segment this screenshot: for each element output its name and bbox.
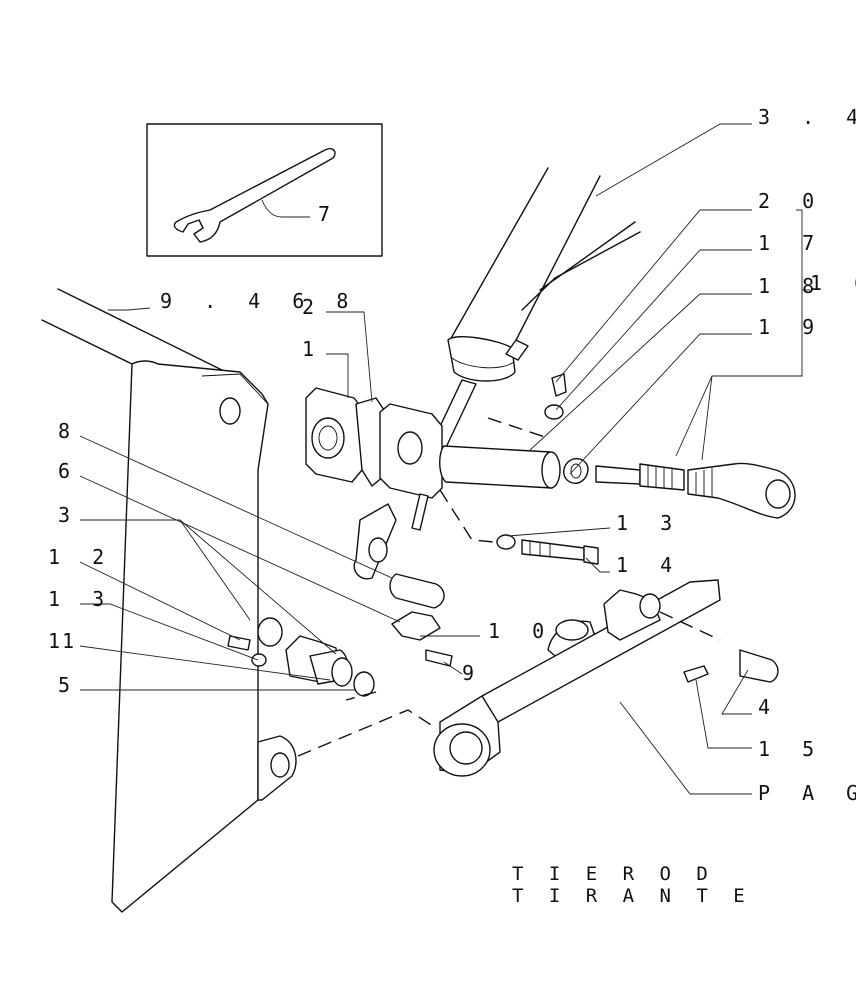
callout-2: 2 [302, 295, 324, 319]
caption-line-2: T I R A N T E [512, 885, 752, 907]
callout-17: 1 7 [758, 231, 824, 255]
callout-10: 1 0 [488, 619, 554, 643]
callout-18: 1 8 [758, 274, 824, 298]
callouts: 3 . 4 4 . 2 0 1 7 1 8 1 6 1 9 9 . 4 6 8 … [48, 105, 856, 805]
callout-3: 3 [58, 503, 80, 527]
callout-19: 1 9 [758, 315, 824, 339]
lower-link-arm [297, 579, 721, 777]
inset-frame [146, 123, 383, 257]
callout-12: 1 2 [48, 545, 114, 569]
callout-8: 8 [58, 419, 80, 443]
caption-line-1: T I E R O D [512, 863, 715, 885]
callout-14: 1 4 [616, 553, 682, 577]
wrench-icon [173, 148, 336, 243]
small-hardware [227, 489, 779, 701]
callout-6: 6 [58, 459, 80, 483]
callout-16: 1 6 [810, 271, 856, 295]
callout-5: 5 [58, 673, 80, 697]
callout-3-44: 3 . 4 4 . [758, 105, 856, 129]
callout-15: 1 5 [758, 737, 824, 761]
tool-inset: 7 [146, 123, 383, 257]
callout-13-left: 1 3 [48, 587, 114, 611]
flange-block [305, 387, 443, 580]
callout-20: 2 0 [758, 189, 824, 213]
callout-9-468: 9 . 4 6 8 [160, 289, 358, 313]
callout-9: 9 [462, 661, 484, 685]
callout-7: 7 [318, 202, 340, 226]
callout-11: 11 [48, 629, 76, 653]
callout-13-right: 1 3 [616, 511, 682, 535]
hydraulic-cylinder [425, 167, 641, 461]
caption: T I E R O D T I R A N T E [512, 863, 752, 907]
turnbuckle-assembly [439, 373, 796, 519]
leader-lines [79, 123, 810, 795]
callout-1: 1 [302, 337, 324, 361]
frame-plate [41, 288, 297, 913]
callout-4: 4 [758, 695, 780, 719]
callout-pag: P A G . [758, 781, 856, 805]
